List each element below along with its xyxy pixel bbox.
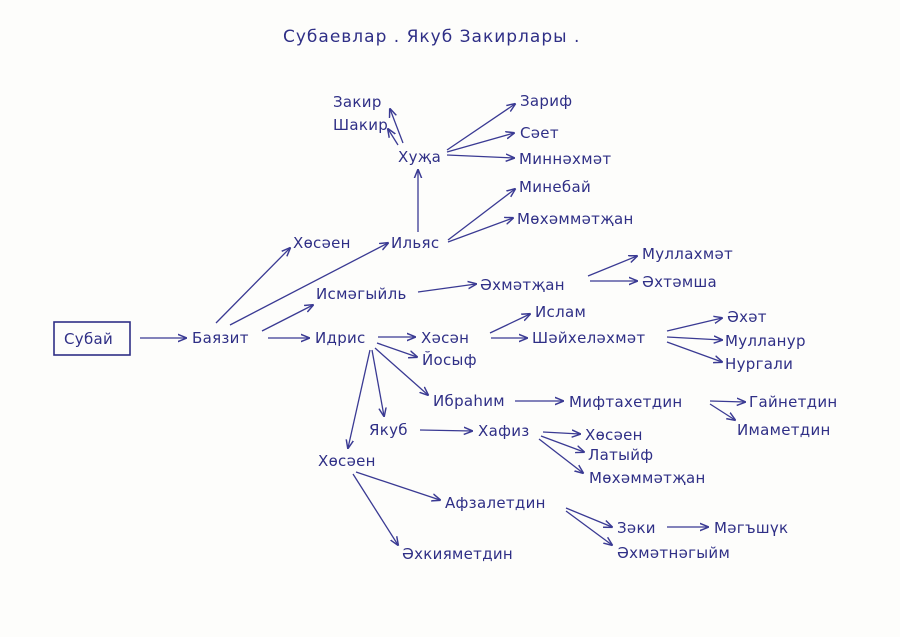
node-akhmatzhan: Әхмәтҗан (480, 276, 565, 294)
node-nurgali: Нургали (725, 355, 793, 373)
edge-khuja-zarif (446, 104, 515, 151)
node-shakir: Шакир (333, 116, 388, 134)
edge-idris-yakub (371, 349, 384, 416)
diagram-title: Субаевлар . Якуб Закирлары . (283, 27, 580, 47)
node-zarif: Зариф (520, 92, 572, 110)
edge-afzaletdin-zaki (565, 507, 612, 527)
edge-khafiz-mokhammatzhan2 (538, 438, 583, 473)
edge-miftakhetdin-imametdin (709, 403, 735, 420)
node-ilyas: Ильяс (391, 234, 439, 252)
node-sheikhelakhmet: Шәйхеләхмәт (532, 329, 645, 347)
node-akhtamsha: Әхтәмша (642, 273, 717, 291)
edge-ismagyil-akhmatzhan (417, 284, 476, 293)
node-zaki: Зәки (617, 519, 656, 537)
node-bayazit: Баязит (192, 329, 249, 347)
node-khosaen-2: Хөсәен (585, 426, 643, 444)
node-gainetdin: Гайнетдин (749, 393, 838, 411)
edge-sheikh-nurgali (666, 341, 722, 362)
node-islam: Ислам (535, 303, 586, 321)
node-mullanur: Мулланур (725, 332, 806, 350)
edge-idris-yosyf (376, 342, 417, 357)
node-magshuk: Мәгъшүк (714, 519, 788, 537)
node-labels: Субай Баязит Хөсәен Ильяс Хуҗа Закир Шак… (64, 92, 838, 563)
edge-khasan-islam (489, 314, 530, 334)
edge-idris-ibragim (374, 347, 428, 395)
node-idris: Идрис (315, 329, 366, 347)
node-khafiz: Хафиз (478, 422, 530, 440)
node-miftakhetdin: Мифтахетдин (569, 393, 683, 411)
node-akhat: Әхәт (727, 308, 767, 326)
node-imametdin: Имаметдин (737, 421, 831, 439)
edge-yakub-khafiz (419, 430, 472, 431)
node-khuja: Хуҗа (398, 148, 441, 166)
edge-khuja-shakir (388, 129, 399, 146)
edge-bayazit-ilyas (229, 243, 388, 326)
edge-khafiz-khosaen2 (542, 432, 580, 434)
edge-khafiz-latyif (540, 435, 584, 452)
edge-ilyas-minebai (447, 189, 515, 241)
node-ismagyil: Исмәгыйль (316, 285, 407, 303)
node-afzaletdin: Афзалетдин (445, 494, 546, 512)
node-mokhammatzhan-2: Мөхәммәтҗан (589, 469, 706, 487)
node-minebai: Минебай (519, 178, 591, 196)
edge-bayazit-ismagyil (261, 305, 313, 332)
node-mullakhmet: Муллахмәт (642, 245, 733, 263)
edge-ilyas-mokhammatzhan (447, 218, 513, 243)
node-akhkiyametdin: Әхкияметдин (402, 545, 513, 563)
node-akhmatnagyim: Әхмәтнәгыйм (617, 544, 730, 562)
node-mokhammatzhan-1: Мөхәммәтҗан (517, 210, 634, 228)
node-khosaen-1: Хөсәен (293, 234, 351, 252)
edge-khuja-saet (446, 133, 514, 153)
edge-idris-khosaen3 (348, 349, 371, 448)
node-minnakhmet: Миннәхмәт (519, 150, 611, 168)
node-latyif: Латыйф (588, 446, 653, 464)
node-yosyf: Йосыф (422, 350, 477, 369)
edges (140, 104, 745, 545)
edge-sheikh-mullanur (666, 337, 722, 340)
edge-afzaletdin-akhmatnagyim (565, 510, 612, 545)
node-ibragim: Ибраһим (433, 392, 505, 410)
edge-bayazit-khosaen (215, 248, 290, 324)
edge-miftakhetdin-gainetdin (709, 401, 745, 402)
edge-khosaen3-afzaletdin (355, 471, 440, 500)
edge-khuja-zakir (390, 109, 404, 144)
edge-khosaen3-akhkiyametdin (352, 473, 398, 545)
node-subai: Субай (64, 330, 113, 348)
edge-khuja-minnakhmet (446, 155, 514, 158)
node-saet: Сәет (520, 124, 559, 142)
node-zakir: Закир (333, 93, 382, 111)
node-khasan: Хәсән (421, 329, 469, 347)
node-yakub: Якуб (369, 421, 408, 439)
node-khosaen-3: Хөсәен (318, 452, 376, 470)
edge-sheikh-akhat (666, 318, 722, 332)
edge-akhmatzhan-mullakhmet (587, 256, 637, 277)
root-box (53, 321, 131, 356)
